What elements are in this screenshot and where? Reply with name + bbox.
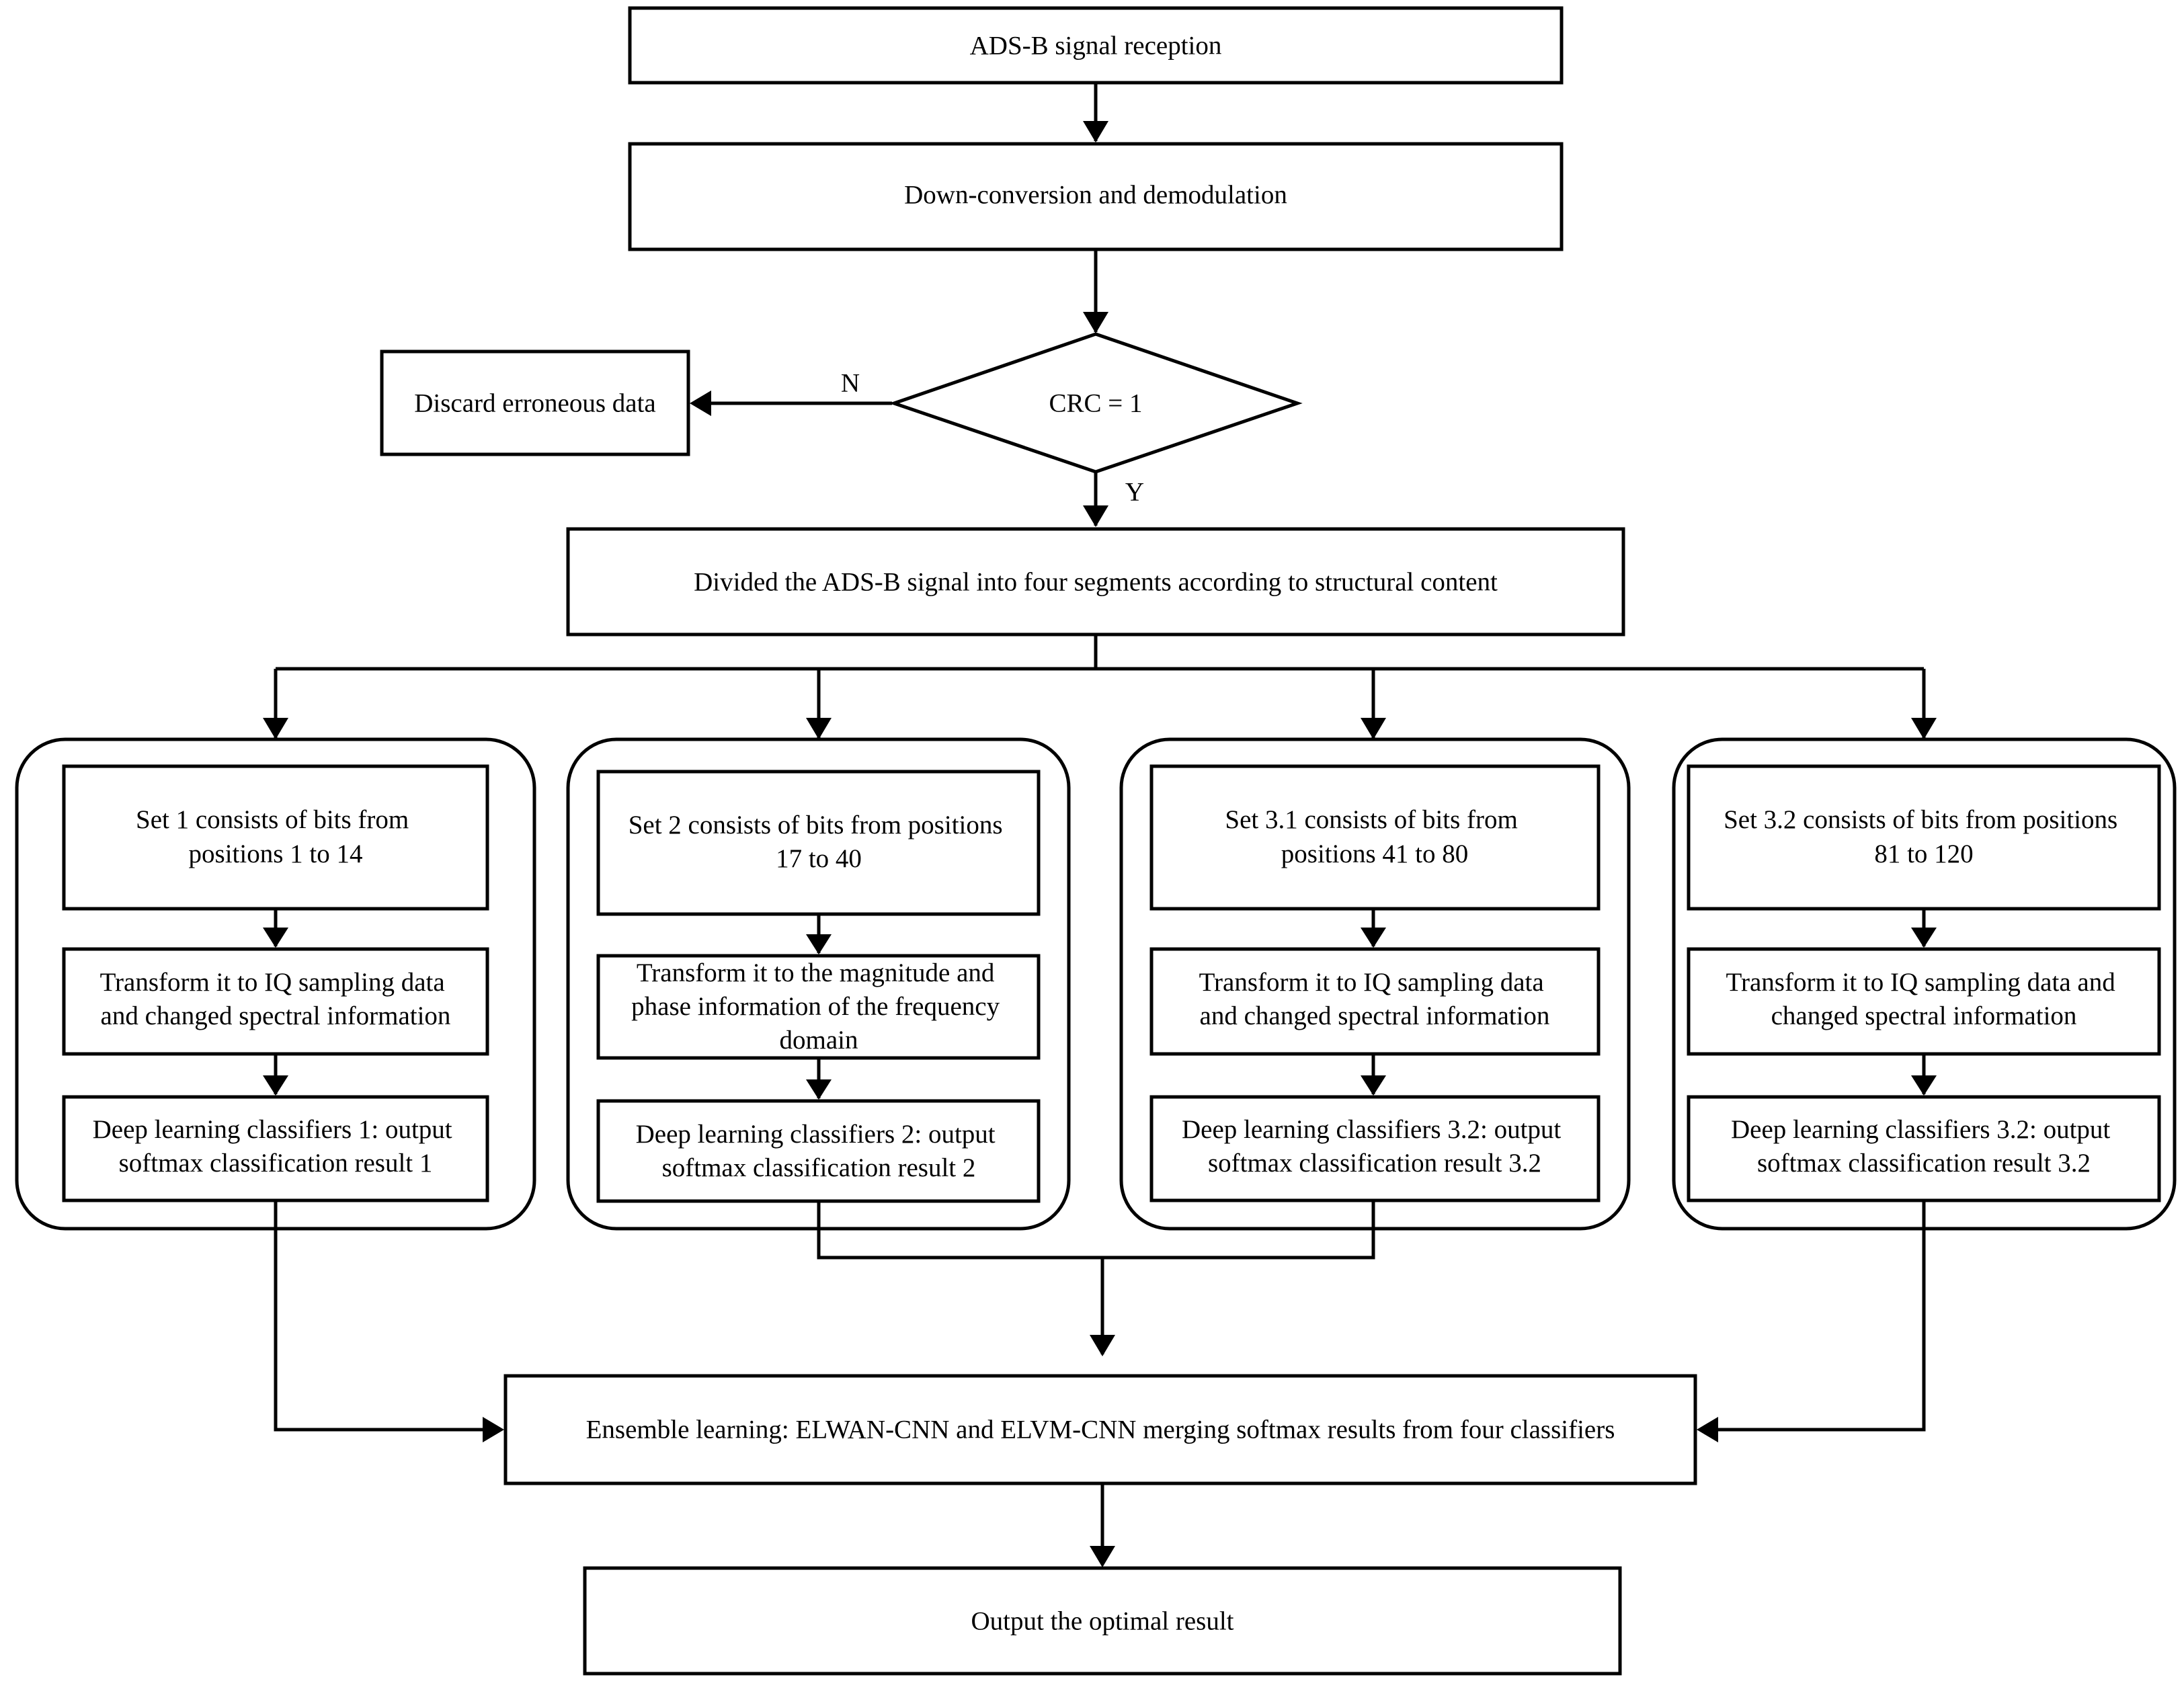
node-set31-bits-label: Set 3.1 consists of bits from positions …	[1225, 805, 1524, 868]
node-discard-label: Discard erroneous data	[414, 389, 656, 418]
arrowhead	[1911, 928, 1937, 948]
node-reception-label: ADS-B signal reception	[970, 32, 1222, 60]
arrowhead	[263, 718, 288, 739]
node-set1-transform	[62, 947, 489, 1056]
node-set32-bits	[1687, 764, 2161, 911]
node-set31-classifier-label: Deep learning classifiers 3.2: output so…	[1182, 1115, 1568, 1178]
branch-set31-container	[1119, 737, 1631, 1231]
node-reception: ADS-B signal reception	[628, 6, 1564, 85]
arrow-set32-to-ensemble	[1717, 1200, 1926, 1432]
arrowhead	[1697, 1417, 1718, 1442]
arrowhead	[1083, 505, 1108, 527]
node-crc-label: CRC = 1	[1049, 389, 1142, 418]
node-set1-bits-label: Set 1 consists of bits from positions 1 …	[136, 805, 415, 868]
branch-set1: Set 1 consists of bits from positions 1 …	[15, 737, 536, 1231]
node-set31-bits	[1149, 764, 1601, 911]
arrowhead	[483, 1417, 504, 1442]
node-set32-classifier	[1687, 1095, 2161, 1202]
node-set2-bits	[596, 770, 1041, 916]
arrow-set1-to-ensemble	[274, 1200, 484, 1432]
node-set1-bits	[62, 764, 489, 911]
node-ensemble-label: Ensemble learning: ELWAN-CNN and ELVM-CN…	[586, 1416, 1615, 1444]
node-set31-transform-label: Transform it to IQ sampling data and cha…	[1199, 968, 1551, 1030]
arrowhead	[1090, 1546, 1115, 1567]
arrowhead	[690, 391, 711, 416]
branch-set31: Set 3.1 consists of bits from positions …	[1119, 737, 1631, 1231]
node-set32-transform	[1687, 947, 2161, 1056]
node-downconversion-label: Down-conversion and demodulation	[904, 181, 1287, 210]
node-set31-classifier	[1149, 1095, 1601, 1202]
arrowhead	[1090, 1335, 1115, 1356]
node-output: Output the optimal result	[583, 1566, 1622, 1676]
node-set1-classifier	[62, 1095, 489, 1202]
node-set32-transform-label: Transform it to IQ sampling data and cha…	[1726, 968, 2122, 1030]
edge-label-yes: Y	[1125, 478, 1144, 507]
arrowhead	[806, 1079, 832, 1100]
branch-set32: Set 3.2 consists of bits from positions …	[1672, 737, 2177, 1231]
branch-set2-container	[566, 737, 1071, 1231]
node-set2-classifier-label: Deep learning classifiers 2: output soft…	[636, 1120, 1002, 1182]
node-output-label: Output the optimal result	[971, 1607, 1233, 1636]
node-discard: Discard erroneous data	[380, 350, 690, 456]
arrowhead	[1361, 718, 1386, 739]
node-set1-classifier-label: Deep learning classifiers 1: output soft…	[93, 1115, 459, 1178]
node-divide: Divided the ADS-B signal into four segme…	[566, 527, 1625, 637]
arrowhead	[263, 928, 288, 948]
connectors	[263, 84, 1937, 1567]
arrowhead	[1361, 1075, 1386, 1096]
node-set2-transform	[596, 954, 1041, 1060]
node-downconversion: Down-conversion and demodulation	[628, 142, 1564, 251]
node-set2-classifier	[596, 1099, 1041, 1203]
node-set31-transform	[1149, 947, 1601, 1056]
arrowhead	[1911, 1075, 1937, 1096]
arrowhead	[806, 934, 832, 954]
node-set2-bits-label: Set 2 consists of bits from positions 17…	[629, 811, 1010, 873]
branch-set2: Set 2 consists of bits from positions 17…	[566, 737, 1071, 1231]
arrowhead	[1911, 718, 1937, 739]
arrowhead	[806, 718, 832, 739]
node-set2-transform-label: Transform it to the magnitude and phase …	[631, 958, 1006, 1055]
node-ensemble: Ensemble learning: ELWAN-CNN and ELVM-CN…	[503, 1374, 1697, 1485]
edge-label-no: N	[841, 369, 860, 398]
arrowhead	[263, 1075, 288, 1096]
branch-set1-container	[15, 737, 536, 1231]
branch-set32-container	[1672, 737, 2177, 1231]
arrowhead	[1083, 121, 1108, 142]
arrowhead	[1083, 312, 1108, 333]
node-set32-classifier-label: Deep learning classifiers 3.2: output so…	[1731, 1115, 2117, 1178]
arrowhead	[1361, 928, 1386, 948]
node-crc-decision: CRC = 1	[889, 332, 1303, 474]
node-set1-transform-label: Transform it to IQ sampling data and cha…	[100, 968, 452, 1030]
node-divide-label: Divided the ADS-B signal into four segme…	[694, 568, 1498, 597]
node-set32-bits-label: Set 3.2 consists of bits from positions …	[1724, 805, 2124, 868]
